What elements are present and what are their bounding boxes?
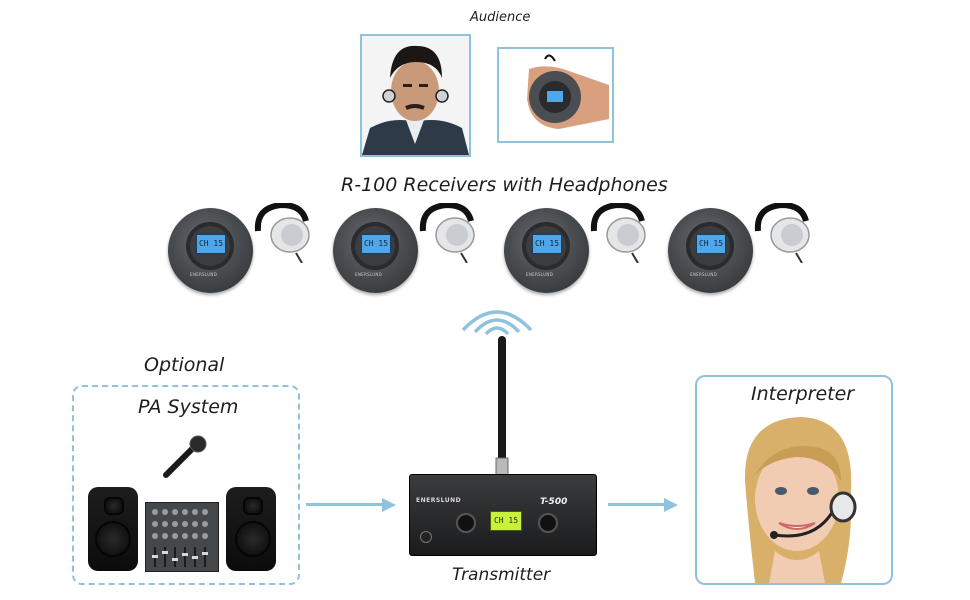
- receiver-display: CH 15: [532, 234, 562, 254]
- interpreter-photo: [744, 417, 857, 583]
- arrow-head-icon: [664, 497, 678, 516]
- receiver-brand: ENERSLUND: [526, 272, 554, 277]
- receiver-unit: CH 15 ENERSLUND: [168, 208, 253, 293]
- interpreter-frame: Interpreter: [695, 375, 893, 585]
- transmitter-brand: ENERSLUND: [416, 497, 462, 504]
- headphone-icon: [417, 201, 477, 264]
- audience-receiver-photo: [497, 47, 614, 143]
- transmitter-unit: ENERSLUND T-500 CH 15: [409, 474, 597, 556]
- receiver-display: CH 15: [196, 234, 226, 254]
- audience-label: Audience: [470, 10, 531, 25]
- receiver-brand: ENERSLUND: [190, 272, 218, 277]
- interpreter-label: Interpreter: [751, 383, 855, 405]
- arrow-transmitter-to-interpreter: [608, 503, 666, 506]
- power-button: [420, 531, 432, 543]
- transmitter-model: T-500: [540, 497, 568, 507]
- transmitter-knob: [456, 513, 476, 533]
- receiver-unit: CH 15 ENERSLUND: [668, 208, 753, 293]
- headphone-icon: [252, 201, 312, 264]
- receivers-title: R-100 Receivers with Headphones: [341, 174, 668, 196]
- speaker-left: [88, 487, 138, 571]
- arrow-pa-to-transmitter: [306, 503, 384, 506]
- transmitter-antenna: [492, 336, 512, 480]
- receiver-unit: CH 15 ENERSLUND: [504, 208, 589, 293]
- pa-system-label: PA System: [138, 396, 239, 418]
- optional-label: Optional: [144, 354, 225, 376]
- arrow-head-icon: [382, 497, 396, 516]
- speaker-right: [226, 487, 276, 571]
- headphone-icon: [752, 201, 812, 264]
- transmitter-display: CH 15: [490, 511, 522, 531]
- audience-person-photo: [360, 34, 471, 157]
- receiver-display: CH 15: [696, 234, 726, 254]
- transmitter-knob: [538, 513, 558, 533]
- receiver-unit: CH 15 ENERSLUND: [333, 208, 418, 293]
- wireless-signal-icon: [457, 296, 537, 340]
- receiver-brand: ENERSLUND: [355, 272, 383, 277]
- transmitter-label: Transmitter: [452, 565, 551, 585]
- headphone-icon: [588, 201, 648, 264]
- audio-mixer: [145, 502, 219, 572]
- pa-system-group: [72, 385, 300, 585]
- receiver-display: CH 15: [361, 234, 391, 254]
- microphone-icon: [160, 435, 208, 483]
- receiver-brand: ENERSLUND: [690, 272, 718, 277]
